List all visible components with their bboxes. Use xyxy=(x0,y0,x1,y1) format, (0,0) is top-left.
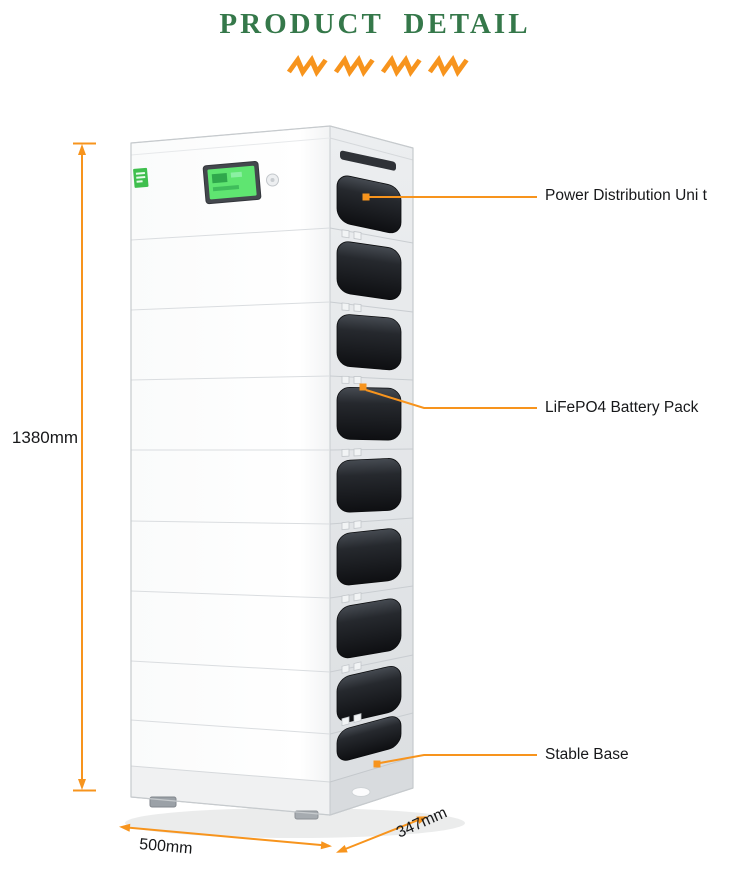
dimension-height-label: 1380mm xyxy=(11,428,79,447)
module-handles xyxy=(336,150,402,761)
callout-leader-lines xyxy=(359,193,537,768)
base-led-indicator xyxy=(351,787,371,797)
callout-line-base xyxy=(379,754,537,764)
tower-outline xyxy=(130,125,414,816)
indicator-button xyxy=(266,173,279,187)
module-handle xyxy=(336,661,402,723)
callout-marker-pdu xyxy=(362,193,370,201)
control-display-screen xyxy=(202,161,262,205)
battery-tower-illustration xyxy=(130,125,414,820)
callout-label-battery-pack: LiFePO4 Battery Pack xyxy=(545,399,699,416)
callout-marker-battery xyxy=(359,383,367,391)
callout-marker-base xyxy=(373,760,381,768)
dimension-height-line xyxy=(73,142,96,792)
top-cap-seam xyxy=(130,137,414,161)
module-handle-pdu xyxy=(336,150,402,234)
callout-label-power-distribution-unit: Power Distribution Uni t xyxy=(545,187,707,204)
callout-line-battery xyxy=(365,389,537,409)
dimension-width-line xyxy=(119,823,332,850)
module-handle xyxy=(336,592,402,659)
module-handle xyxy=(336,375,402,441)
front-seam-lines xyxy=(130,227,331,735)
dimension-depth-line xyxy=(336,816,428,853)
module-handle xyxy=(336,520,402,586)
page-title: PRODUCT DETAIL xyxy=(219,8,531,40)
brand-label xyxy=(133,167,149,188)
title-underline-zigzag-icon xyxy=(286,55,469,77)
module-handle xyxy=(336,448,402,513)
module-handle xyxy=(336,229,402,301)
tower-shadow xyxy=(125,808,465,838)
callout-label-stable-base: Stable Base xyxy=(545,746,629,763)
module-handle xyxy=(336,302,402,371)
module-handle-base xyxy=(336,713,402,761)
